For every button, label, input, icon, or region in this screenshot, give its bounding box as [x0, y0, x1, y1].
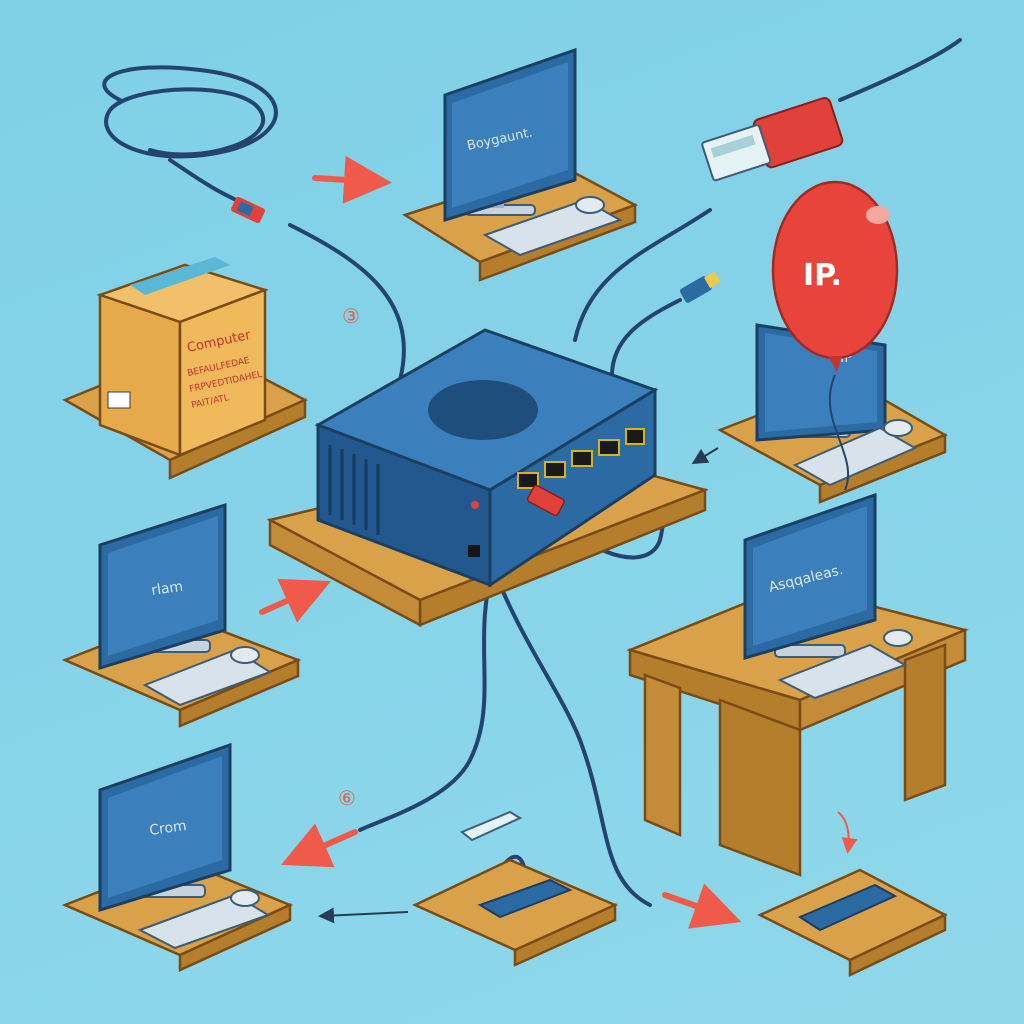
device-floating — [460, 810, 523, 842]
plug-coil — [231, 196, 265, 224]
arrow-thin-bottom — [318, 907, 409, 924]
router-side-vents — [328, 445, 380, 535]
screen-text-bottom-left: Crom — [148, 818, 187, 839]
router-ports — [517, 428, 645, 489]
cable-to-router-left — [288, 223, 406, 382]
cable-plug-right — [609, 298, 682, 382]
thin-arrows — [318, 447, 858, 924]
router-power-port — [468, 545, 480, 557]
ip-balloon: IP. — [771, 180, 899, 491]
cable-router-down-2 — [488, 558, 652, 907]
screen-text-middle-left: rlam — [150, 579, 184, 599]
platform-bottom-right-edge — [848, 913, 947, 977]
router-vent-icon — [428, 380, 538, 440]
plug-router — [526, 484, 565, 517]
router — [314, 328, 659, 588]
cable-big-plug — [838, 38, 962, 102]
platform-bottom-left-edge — [178, 903, 292, 972]
device-bottom-center — [477, 878, 573, 919]
arrow-top — [312, 155, 392, 204]
computer-box: Computer BEFAULFEDAE FRPVEDTIDAHEL PAIT/… — [96, 257, 269, 457]
monitor-top-center: Boygaunt. — [443, 47, 623, 257]
device-bottom-right — [797, 883, 898, 932]
cable-router-down-1 — [358, 558, 497, 832]
arrow-bottom-right — [662, 883, 742, 929]
cable-coil — [102, 65, 278, 159]
platform-bottom-center-edge — [513, 903, 617, 967]
arrows — [259, 155, 742, 929]
cables — [102, 38, 962, 907]
desk — [626, 583, 969, 877]
platform-router-left-edge — [268, 517, 422, 628]
monitor-desk: Asqqaleas. — [743, 492, 913, 700]
marker-lower: ⑥ — [338, 786, 356, 810]
arrow-bottom-left — [281, 823, 358, 868]
plug-yellow — [679, 271, 721, 303]
monitor-bottom-left: Crom — [98, 742, 271, 950]
arrow-thin-right — [691, 447, 719, 465]
arrow-thin-desk — [837, 811, 858, 854]
balloon-text: IP. — [803, 258, 842, 293]
router-led-icon — [471, 501, 479, 509]
arrow-middle-left — [259, 578, 331, 623]
marker-upper: ③ — [342, 304, 360, 328]
monitor-middle-left: rlam — [98, 502, 273, 707]
cable-top-right — [573, 208, 712, 342]
plug-big-ethernet — [701, 97, 844, 182]
